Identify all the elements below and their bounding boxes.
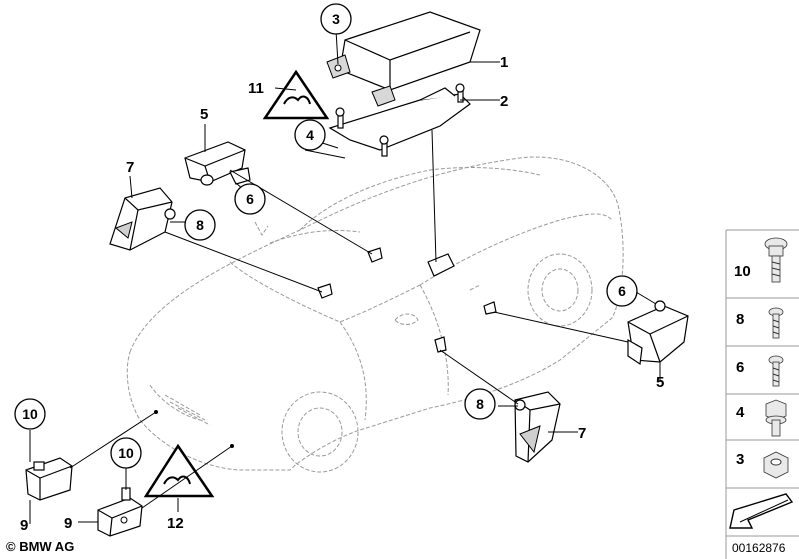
svg-text:3: 3	[332, 11, 340, 27]
legend-label-8: 8	[736, 311, 744, 328]
warning-label-triangle-top	[262, 69, 330, 120]
legend-label-10: 10	[734, 263, 751, 280]
svg-text:4: 4	[306, 127, 314, 143]
direction-arrow-icon	[729, 493, 794, 529]
diagram-id-label: 00162876	[732, 541, 786, 555]
svg-text:9: 9	[64, 515, 72, 532]
callout-3: 3	[320, 3, 352, 35]
sensor-bottom-middle	[97, 487, 143, 537]
callout-4: 4	[294, 119, 326, 151]
sensor-bottom-left	[25, 457, 73, 501]
sensor-right	[627, 300, 689, 366]
callout-2: 2	[500, 93, 508, 110]
svg-text:1: 1	[500, 54, 508, 71]
sensor-right-lower	[514, 391, 561, 463]
bolt-with-washer-icon	[764, 237, 788, 283]
svg-text:10: 10	[118, 445, 134, 461]
svg-text:2: 2	[500, 93, 508, 110]
callout-5-right: 5	[656, 374, 664, 391]
callout-8-right: 8	[464, 388, 496, 420]
callout-5-upper: 5	[200, 106, 208, 123]
callout-9-left: 9	[20, 517, 28, 534]
callout-6-upper: 6	[234, 183, 266, 215]
svg-text:10: 10	[22, 406, 38, 422]
callout-7-right: 7	[578, 425, 586, 442]
sensor-upper-left	[184, 141, 251, 186]
callout-9-middle: 9	[64, 515, 72, 532]
callout-10-middle: 10	[110, 437, 142, 469]
svg-text:5: 5	[656, 374, 664, 391]
callout-8-left: 8	[184, 209, 216, 241]
svg-text:7: 7	[126, 159, 134, 176]
callout-1: 1	[500, 54, 508, 71]
hex-bolt-icon	[765, 399, 787, 437]
hex-nut-icon	[763, 451, 789, 479]
screw-icon-6	[768, 355, 784, 387]
svg-text:7: 7	[578, 425, 586, 442]
svg-text:5: 5	[200, 106, 208, 123]
svg-text:8: 8	[196, 217, 204, 233]
legend-label-4: 4	[736, 404, 745, 421]
legend-label-3: 3	[736, 451, 744, 468]
small-sensor-marks	[154, 247, 497, 448]
callout-12: 12	[167, 515, 184, 532]
legend-label-6: 6	[736, 359, 744, 376]
callout-6-right: 6	[606, 275, 638, 307]
svg-text:6: 6	[246, 191, 254, 207]
callout-7-left: 7	[126, 159, 134, 176]
airbag-control-unit	[326, 11, 481, 107]
sensor-left	[109, 187, 176, 251]
bracket	[328, 83, 471, 157]
callout-10-left: 10	[14, 398, 46, 430]
svg-text:12: 12	[167, 515, 184, 532]
svg-text:6: 6	[618, 283, 626, 299]
hardware-legend: 10 8 6 4 3	[725, 229, 799, 559]
svg-text:8: 8	[476, 396, 484, 412]
copyright-label: © BMW AG	[6, 539, 75, 554]
warning-label-triangle-bottom	[143, 443, 215, 498]
svg-text:11: 11	[248, 80, 264, 97]
svg-text:9: 9	[20, 517, 28, 534]
screw-icon-8	[768, 307, 784, 339]
callout-11: 11	[248, 80, 264, 97]
